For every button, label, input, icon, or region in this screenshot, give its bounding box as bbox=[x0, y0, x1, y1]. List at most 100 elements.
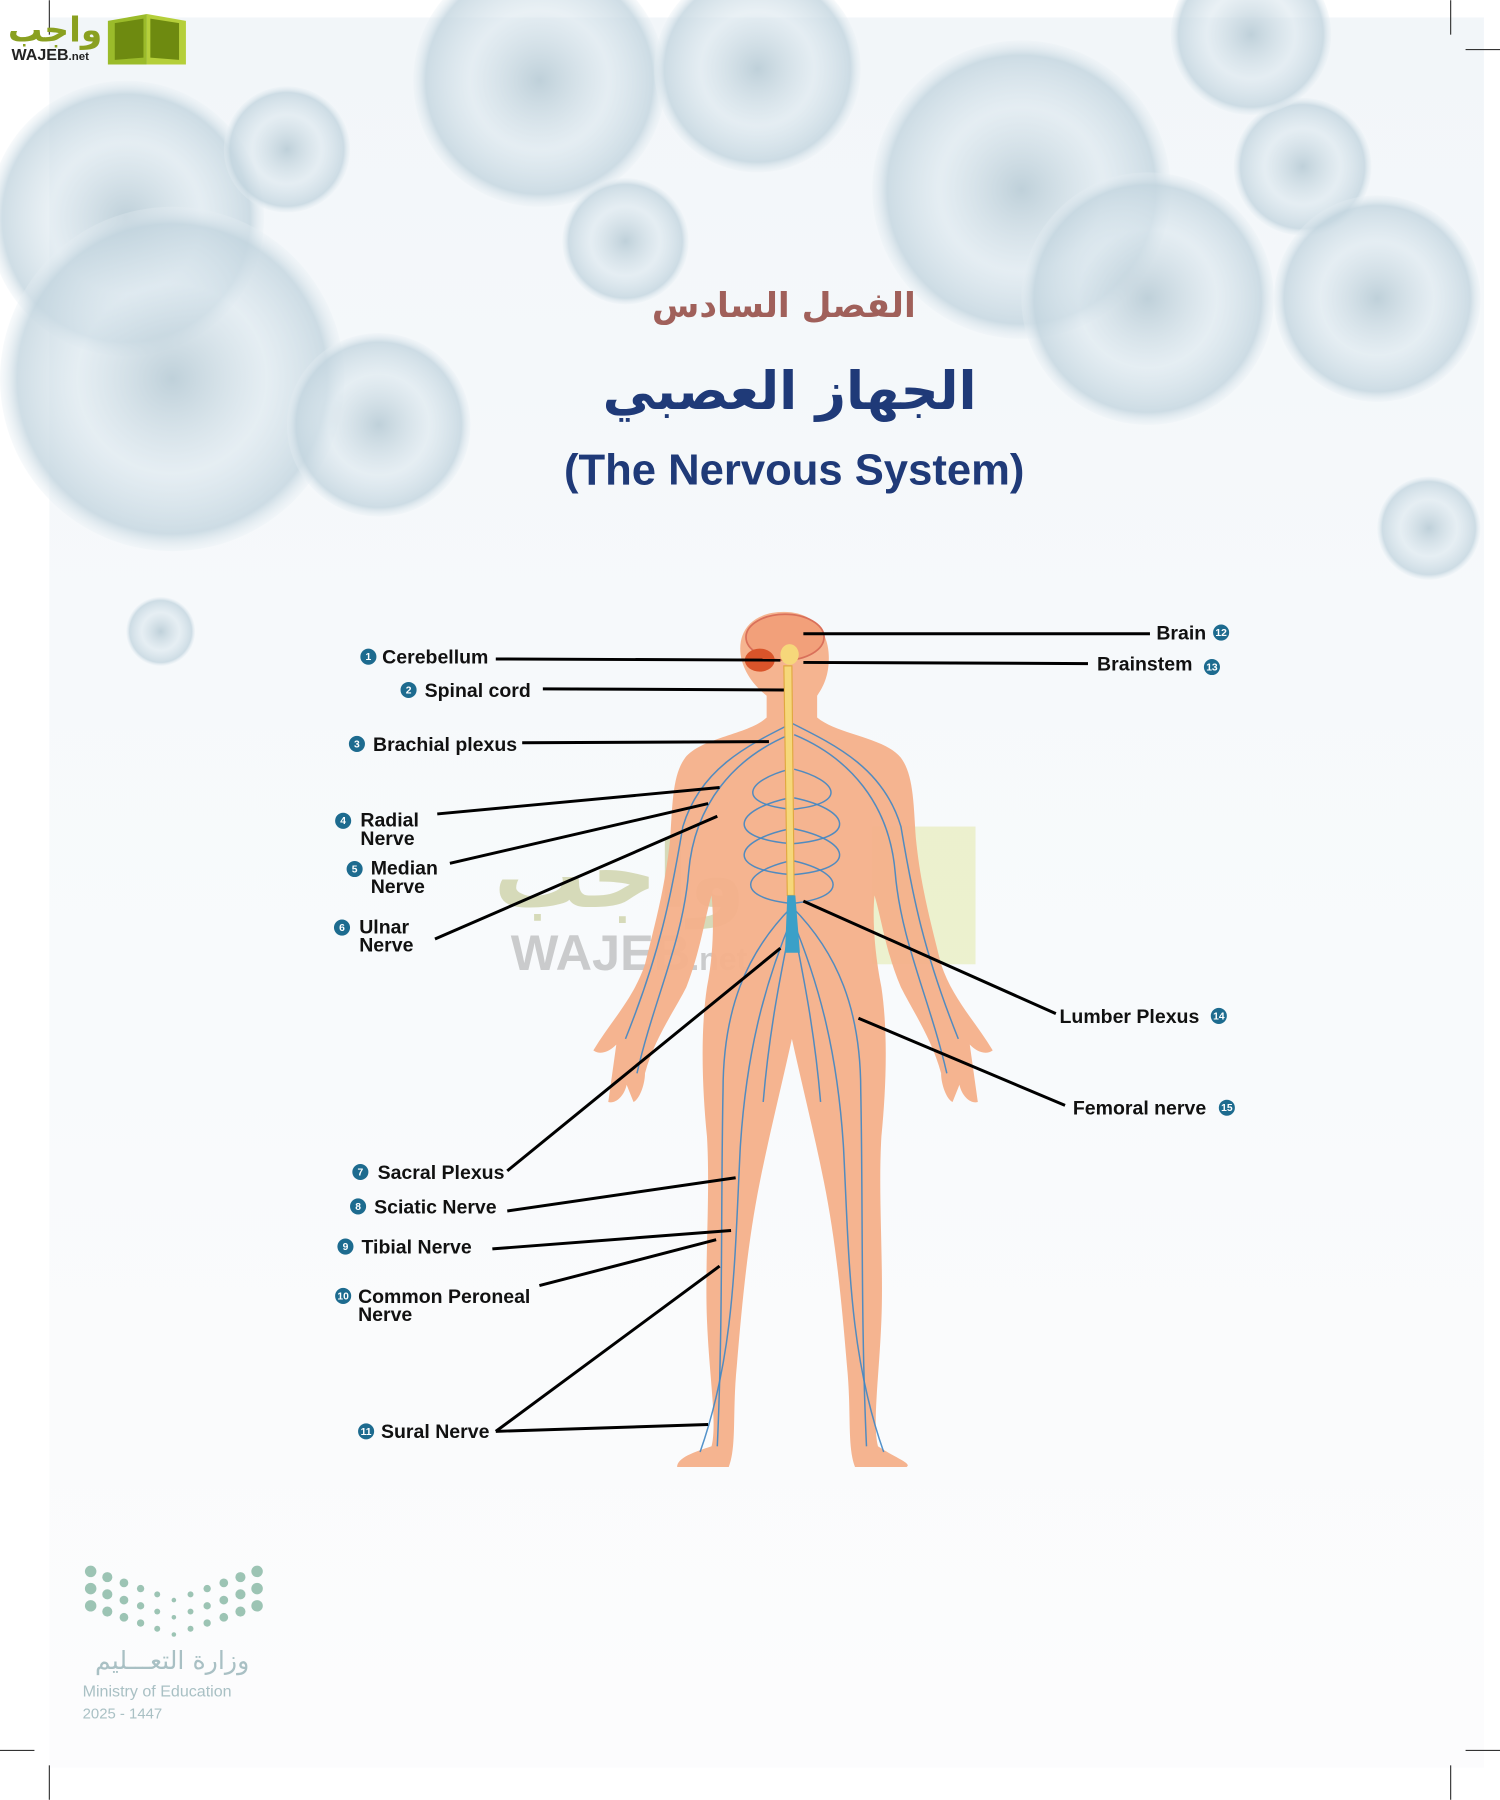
label-tibial-nerve: 9 Tibial Nerve bbox=[337, 1236, 472, 1258]
svg-text:Ulnar: Ulnar bbox=[359, 916, 409, 938]
svg-text:Sacral Plexus: Sacral Plexus bbox=[378, 1162, 505, 1184]
svg-text:1: 1 bbox=[366, 652, 372, 663]
emblem-dot bbox=[84, 1600, 97, 1612]
emblem-dot bbox=[219, 1578, 229, 1588]
svg-text:2: 2 bbox=[406, 685, 412, 696]
chapter-label: الفصل السادس bbox=[652, 286, 916, 326]
label-spinal-cord: 2 Spinal cord bbox=[400, 680, 531, 702]
emblem-dot bbox=[136, 1602, 145, 1610]
book-icon bbox=[107, 14, 186, 65]
emblem-dot bbox=[171, 1632, 177, 1637]
svg-text:13: 13 bbox=[1206, 662, 1218, 673]
emblem-dot bbox=[235, 1572, 246, 1583]
emblem-dot bbox=[154, 1591, 161, 1598]
cauda-equina bbox=[785, 895, 800, 953]
svg-text:Lumber Plexus: Lumber Plexus bbox=[1060, 1006, 1200, 1028]
svg-text:Radial: Radial bbox=[360, 810, 419, 832]
emblem-dot bbox=[171, 1614, 177, 1620]
svg-text:8: 8 bbox=[355, 1202, 361, 1213]
emblem-dot bbox=[136, 1584, 145, 1593]
title-english: (The Nervous System) bbox=[564, 447, 1024, 495]
emblem-dot bbox=[102, 1572, 113, 1583]
emblem-dot bbox=[102, 1589, 113, 1600]
svg-text:Nerve: Nerve bbox=[360, 828, 414, 850]
emblem-dot bbox=[251, 1600, 263, 1612]
svg-text:Nerve: Nerve bbox=[371, 876, 425, 898]
svg-text:3: 3 bbox=[354, 739, 360, 750]
nerve-network bbox=[624, 722, 959, 1453]
svg-text:15: 15 bbox=[1221, 1103, 1233, 1114]
svg-text:Sciatic Nerve: Sciatic Nerve bbox=[374, 1196, 497, 1218]
emblem-dot bbox=[203, 1602, 211, 1610]
emblem-dot bbox=[119, 1612, 129, 1622]
emblem-dot bbox=[235, 1606, 246, 1617]
ministry-of-education-logo: وزارة التعـــليم Ministry of Education 2… bbox=[83, 1565, 263, 1722]
svg-text:7: 7 bbox=[357, 1167, 363, 1178]
label-femoral-nerve: Femoral nerve 15 bbox=[1073, 1098, 1235, 1120]
labels-right: Brain 12 Brainstem 13 Lumber Plexus 14 Femo… bbox=[1060, 622, 1235, 1120]
svg-text:6: 6 bbox=[339, 923, 345, 934]
label-lumber-plexus: Lumber Plexus 14 bbox=[1060, 1006, 1227, 1028]
wajeb-logo: واجب WAJEB.net bbox=[8, 11, 186, 65]
svg-text:9: 9 bbox=[343, 1242, 349, 1253]
svg-text:4: 4 bbox=[340, 816, 346, 827]
svg-text:Common Peroneal: Common Peroneal bbox=[358, 1286, 530, 1308]
svg-text:2025 - 1447: 2025 - 1447 bbox=[83, 1706, 163, 1722]
emblem-dot bbox=[251, 1565, 263, 1578]
svg-text:Cerebellum: Cerebellum bbox=[382, 647, 488, 669]
svg-text:Brachial plexus: Brachial plexus bbox=[373, 734, 517, 756]
svg-text:Brain: Brain bbox=[1156, 622, 1206, 644]
emblem-dot bbox=[119, 1595, 129, 1605]
svg-text:11: 11 bbox=[361, 1427, 372, 1438]
label-sacral-plexus: 7 Sacral Plexus bbox=[352, 1162, 505, 1184]
svg-text:Median: Median bbox=[371, 858, 438, 880]
emblem-dot bbox=[219, 1612, 229, 1622]
emblem-dot bbox=[187, 1625, 194, 1632]
bubbles-decoration bbox=[0, 0, 1481, 666]
svg-text:WAJEB.net: WAJEB.net bbox=[11, 46, 89, 64]
label-sciatic-nerve: 8 Sciatic Nerve bbox=[350, 1196, 497, 1218]
emblem-dot bbox=[84, 1565, 97, 1578]
emblem-dot bbox=[154, 1608, 161, 1615]
title-arabic: الجهاز العصبي bbox=[603, 361, 977, 422]
label-cerebellum: 1 Cerebellum bbox=[360, 647, 488, 669]
emblem-dot bbox=[235, 1589, 246, 1600]
label-sural-nerve: 11 Sural Nerve bbox=[358, 1421, 490, 1443]
svg-text:وزارة التعـــليم: وزارة التعـــليم bbox=[95, 1646, 249, 1676]
emblem-dot bbox=[187, 1608, 194, 1615]
svg-text:14: 14 bbox=[1213, 1011, 1225, 1022]
emblem-dot bbox=[119, 1578, 129, 1588]
emblem-dot bbox=[187, 1591, 194, 1598]
leader-lines bbox=[434, 632, 1150, 1433]
emblem-dot bbox=[84, 1582, 97, 1595]
emblem-dot bbox=[251, 1582, 263, 1595]
svg-text:Nerve: Nerve bbox=[359, 935, 413, 957]
emblem-dot bbox=[154, 1625, 161, 1632]
svg-text:واجب: واجب bbox=[8, 11, 102, 51]
svg-text:Spinal cord: Spinal cord bbox=[425, 680, 531, 702]
ministry-dots-emblem bbox=[84, 1565, 263, 1637]
svg-text:Femoral nerve: Femoral nerve bbox=[1073, 1098, 1206, 1120]
svg-text:Tibial Nerve: Tibial Nerve bbox=[362, 1236, 472, 1258]
label-brainstem: Brainstem 13 bbox=[1097, 653, 1220, 675]
emblem-dot bbox=[136, 1619, 145, 1627]
labels-left: 1 Cerebellum 2 Spinal cord 3 Brachial plexu… bbox=[333, 647, 531, 1443]
label-brachial-plexus: 3 Brachial plexus bbox=[348, 734, 517, 756]
emblem-dot bbox=[203, 1584, 211, 1593]
svg-text:Nerve: Nerve bbox=[358, 1304, 412, 1326]
emblem-dot bbox=[171, 1597, 177, 1603]
svg-text:Brainstem: Brainstem bbox=[1097, 653, 1192, 675]
emblem-dot bbox=[203, 1619, 211, 1627]
svg-text:Ministry of Education: Ministry of Education bbox=[83, 1682, 232, 1700]
svg-text:Sural Nerve: Sural Nerve bbox=[381, 1421, 490, 1443]
svg-text:5: 5 bbox=[352, 864, 358, 875]
svg-text:12: 12 bbox=[1215, 628, 1227, 639]
svg-text:10: 10 bbox=[337, 1291, 349, 1302]
emblem-dot bbox=[102, 1606, 113, 1617]
emblem-dot bbox=[219, 1595, 229, 1605]
